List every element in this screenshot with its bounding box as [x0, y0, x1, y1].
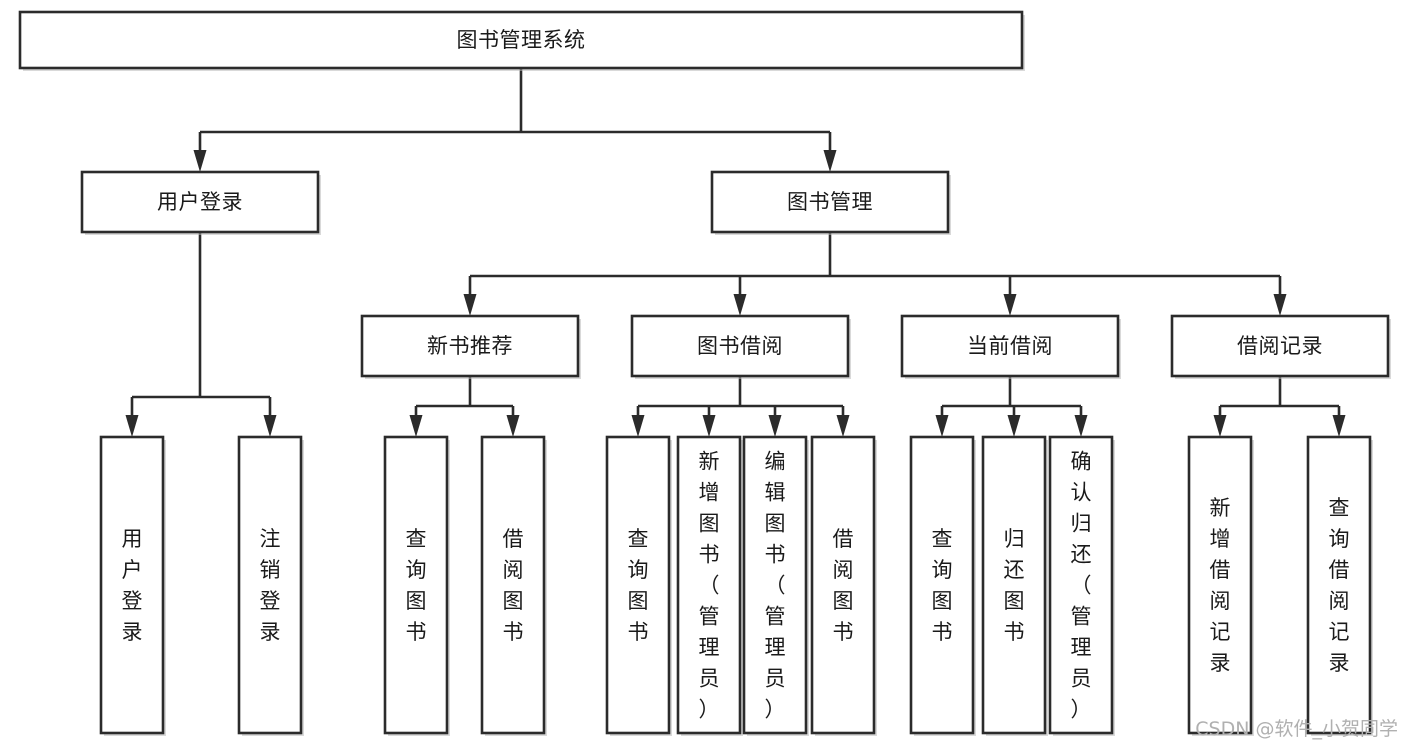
connector-branch-root	[193, 68, 837, 172]
node-leaf-edit-book-admin[interactable]: 编辑图书（管理员）	[742, 435, 809, 736]
node-box-new-book-recommend[interactable]	[360, 314, 580, 378]
node-borrow-record[interactable]: 借阅记录	[1170, 314, 1391, 379]
node-root[interactable]: 图书管理系统	[18, 10, 1025, 71]
node-box-leaf-query-borrow-record[interactable]	[1306, 435, 1372, 735]
node-label-leaf-logout: 注销登录	[260, 527, 281, 644]
node-box-leaf-query-book-current[interactable]	[909, 435, 975, 735]
node-label-leaf-query-borrow-record: 查询借阅记录	[1329, 496, 1350, 675]
node-box-leaf-query-book-borrow[interactable]	[605, 435, 671, 735]
connector-branch-book-borrow	[631, 376, 850, 437]
node-leaf-borrow-book[interactable]: 借阅图书	[810, 435, 877, 736]
node-leaf-query-borrow-record[interactable]: 查询借阅记录	[1306, 435, 1373, 736]
node-label-book-borrow: 图书借阅	[697, 334, 783, 358]
node-box-book-borrow[interactable]	[630, 314, 850, 378]
node-leaf-confirm-return-admin[interactable]: 确认归还（管理员）	[1048, 435, 1115, 736]
connector-branch-user-login	[125, 232, 277, 437]
node-label-leaf-add-book-admin: 新增图书（管理员）	[699, 449, 720, 721]
node-label-book-manage: 图书管理	[787, 190, 873, 214]
node-book-manage[interactable]: 图书管理	[710, 170, 951, 235]
node-box-leaf-logout[interactable]	[237, 435, 303, 735]
node-label-root: 图书管理系统	[457, 28, 586, 52]
csdn-watermark: CSDN @软件_小贺同学	[1195, 718, 1398, 740]
node-label-leaf-user-login: 用户登录	[122, 527, 143, 644]
node-box-book-manage[interactable]	[710, 170, 950, 234]
node-new-book-recommend[interactable]: 新书推荐	[360, 314, 581, 379]
node-user-login[interactable]: 用户登录	[80, 170, 321, 235]
node-box-leaf-confirm-return-admin[interactable]	[1048, 435, 1114, 735]
node-label-leaf-query-book-new: 查询图书	[406, 527, 427, 644]
node-box-leaf-return-book[interactable]	[981, 435, 1047, 735]
node-leaf-query-book-current[interactable]: 查询图书	[909, 435, 976, 736]
node-label-leaf-borrow-book: 借阅图书	[833, 527, 854, 644]
node-leaf-user-login[interactable]: 用户登录	[99, 435, 166, 736]
node-label-leaf-add-borrow-record: 新增借阅记录	[1210, 496, 1231, 675]
connector-branch-current-borrow	[935, 376, 1088, 437]
connector-branch-book-manage	[463, 232, 1287, 316]
node-label-user-login: 用户登录	[157, 190, 243, 214]
node-leaf-return-book[interactable]: 归还图书	[981, 435, 1048, 736]
node-label-leaf-return-book: 归还图书	[1004, 527, 1025, 644]
node-label-leaf-edit-book-admin: 编辑图书（管理员）	[765, 449, 786, 721]
node-leaf-query-book-borrow[interactable]: 查询图书	[605, 435, 672, 736]
node-leaf-borrow-book-new[interactable]: 借阅图书	[480, 435, 547, 736]
node-box-leaf-add-borrow-record[interactable]	[1187, 435, 1253, 735]
node-label-new-book-recommend: 新书推荐	[427, 334, 513, 358]
node-box-leaf-borrow-book[interactable]	[810, 435, 876, 735]
node-label-borrow-record: 借阅记录	[1237, 334, 1323, 358]
node-box-leaf-user-login[interactable]	[99, 435, 165, 735]
node-box-current-borrow[interactable]	[900, 314, 1120, 378]
node-label-leaf-query-book-borrow: 查询图书	[628, 527, 649, 644]
node-box-borrow-record[interactable]	[1170, 314, 1390, 378]
node-box-user-login[interactable]	[80, 170, 320, 234]
connector-layer	[125, 68, 1346, 437]
connector-branch-borrow-record	[1213, 376, 1346, 437]
node-book-borrow[interactable]: 图书借阅	[630, 314, 851, 379]
node-layer: 图书管理系统用户登录图书管理新书推荐图书借阅当前借阅借阅记录用户登录注销登录查询…	[18, 10, 1391, 736]
node-box-leaf-borrow-book-new[interactable]	[480, 435, 546, 735]
node-box-root[interactable]	[18, 10, 1024, 70]
node-box-leaf-query-book-new[interactable]	[383, 435, 449, 735]
node-leaf-add-borrow-record[interactable]: 新增借阅记录	[1187, 435, 1254, 736]
node-label-leaf-query-book-current: 查询图书	[932, 527, 953, 644]
connector-branch-new-book	[409, 376, 520, 437]
node-label-leaf-borrow-book-new: 借阅图书	[503, 527, 524, 644]
node-box-leaf-edit-book-admin[interactable]	[742, 435, 808, 735]
node-leaf-logout[interactable]: 注销登录	[237, 435, 304, 736]
node-current-borrow[interactable]: 当前借阅	[900, 314, 1121, 379]
node-label-current-borrow: 当前借阅	[967, 334, 1053, 358]
node-leaf-query-book-new[interactable]: 查询图书	[383, 435, 450, 736]
node-label-leaf-confirm-return-admin: 确认归还（管理员）	[1071, 449, 1092, 721]
node-leaf-add-book-admin[interactable]: 新增图书（管理员）	[676, 435, 743, 736]
node-box-leaf-add-book-admin[interactable]	[676, 435, 742, 735]
